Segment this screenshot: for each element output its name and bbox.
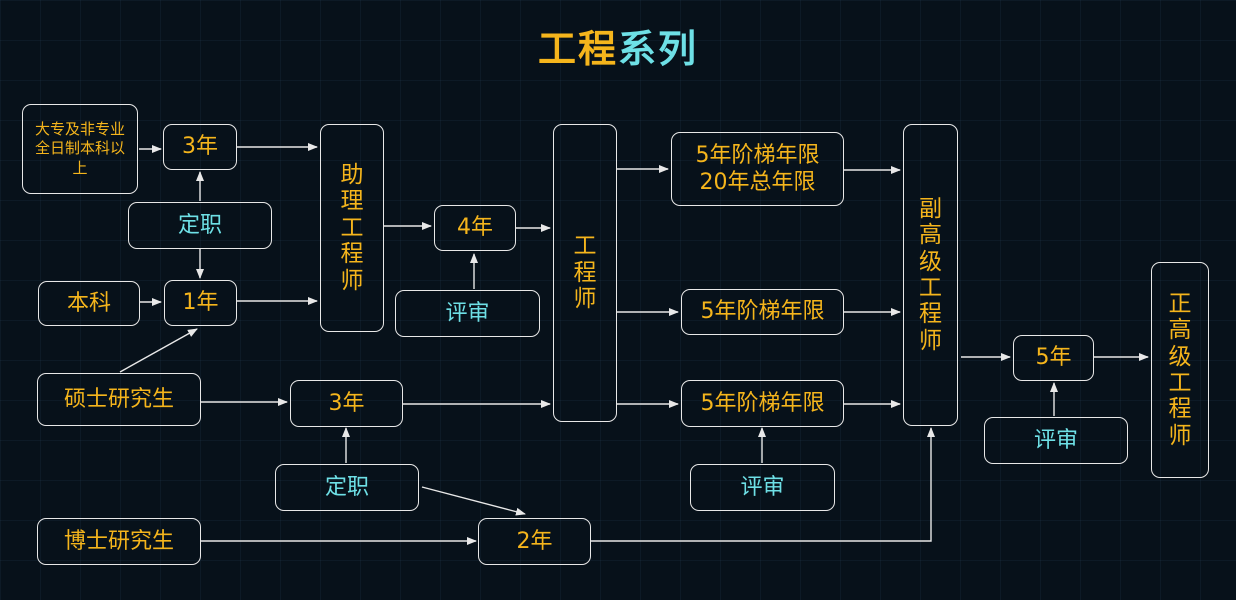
node-1yr: 1年 <box>164 280 237 326</box>
node-boshi: 博士研究生 <box>37 518 201 565</box>
node-dingzhi-bottom: 定职 <box>275 464 419 511</box>
arrow-dingzhi-to-2yr <box>421 486 526 516</box>
node-pingshen-3: 评审 <box>984 417 1128 464</box>
node-pingshen-2: 评审 <box>690 464 835 511</box>
page-title: 工程系列 <box>0 18 1236 73</box>
node-ladder-bot: 5年阶梯年限 <box>681 380 844 427</box>
node-ladder-mid: 5年阶梯年限 <box>681 289 844 335</box>
node-pingshen-1: 评审 <box>395 290 540 337</box>
node-5yr: 5年 <box>1013 335 1094 381</box>
node-fugaoji-gongchengshi: 副 高 级 工 程 师 <box>903 124 958 426</box>
node-dingzhi-top: 定职 <box>128 202 272 249</box>
node-2yr: 2年 <box>478 518 591 565</box>
node-benke: 本科 <box>38 281 140 326</box>
title-part1: 工程 <box>537 27 618 71</box>
title-part2: 系列 <box>618 27 699 71</box>
arrow-2yr-to-fugaoji <box>591 427 935 542</box>
node-4yr: 4年 <box>434 205 516 251</box>
node-gongchengshi: 工 程 师 <box>553 124 617 422</box>
node-ladder-top: 5年阶梯年限 20年总年限 <box>671 132 844 206</box>
node-shuoshi: 硕士研究生 <box>37 373 201 426</box>
node-zhenggaoji-gongchengshi: 正 高 级 工 程 师 <box>1151 262 1209 478</box>
node-3yr-top: 3年 <box>163 124 237 170</box>
node-3yr-mid: 3年 <box>290 380 403 427</box>
node-zhuli-gongchengshi: 助 理 工 程 师 <box>320 124 384 332</box>
node-dazhuan: 大专及非专业全日制本科以上 <box>22 104 138 194</box>
arrow-shuoshi-to-1yr <box>119 328 198 373</box>
